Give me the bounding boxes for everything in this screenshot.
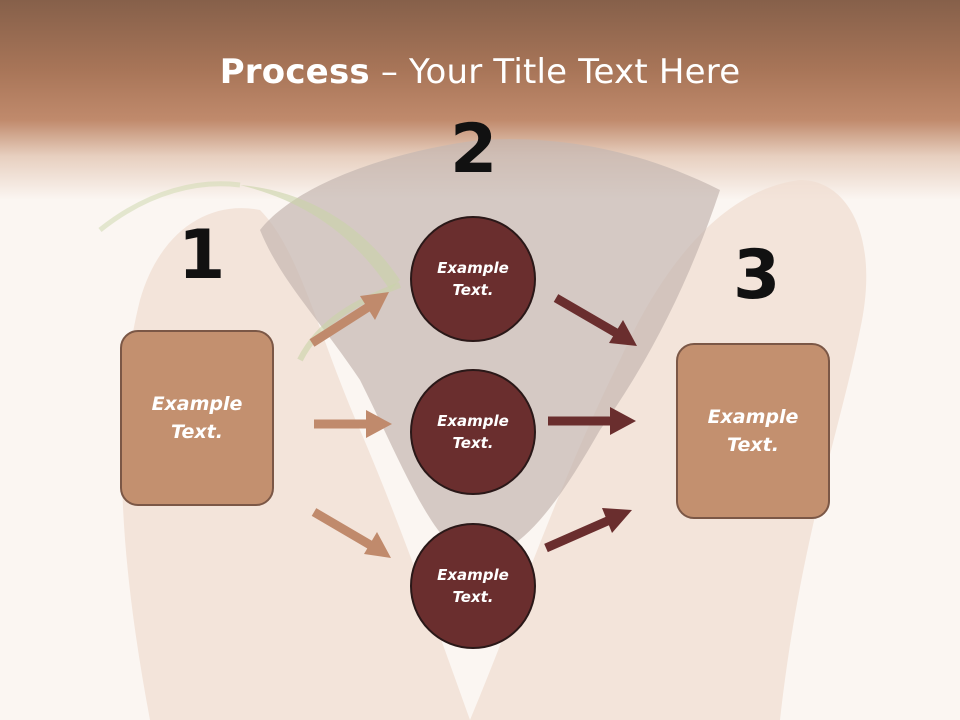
slide-title: Process – Your Title Text Here xyxy=(0,52,960,92)
circle-middle-text: Example Text. xyxy=(437,411,509,453)
left-box: Example Text. xyxy=(120,330,274,506)
step-number-1: 1 xyxy=(178,216,226,295)
title-bold: Process xyxy=(219,52,370,92)
circle-bottom-text: Example Text. xyxy=(437,565,509,607)
step-number-2: 2 xyxy=(450,110,498,189)
circle-bottom: Example Text. xyxy=(410,523,536,649)
circle-middle: Example Text. xyxy=(410,369,536,495)
circle-top-text: Example Text. xyxy=(437,258,509,300)
circle-top: Example Text. xyxy=(410,216,536,342)
title-rest: – Your Title Text Here xyxy=(369,52,741,92)
right-box: Example Text. xyxy=(676,343,830,519)
step-number-3: 3 xyxy=(733,236,781,315)
left-box-text: Example Text. xyxy=(151,392,243,444)
right-box-text: Example Text. xyxy=(707,405,799,457)
